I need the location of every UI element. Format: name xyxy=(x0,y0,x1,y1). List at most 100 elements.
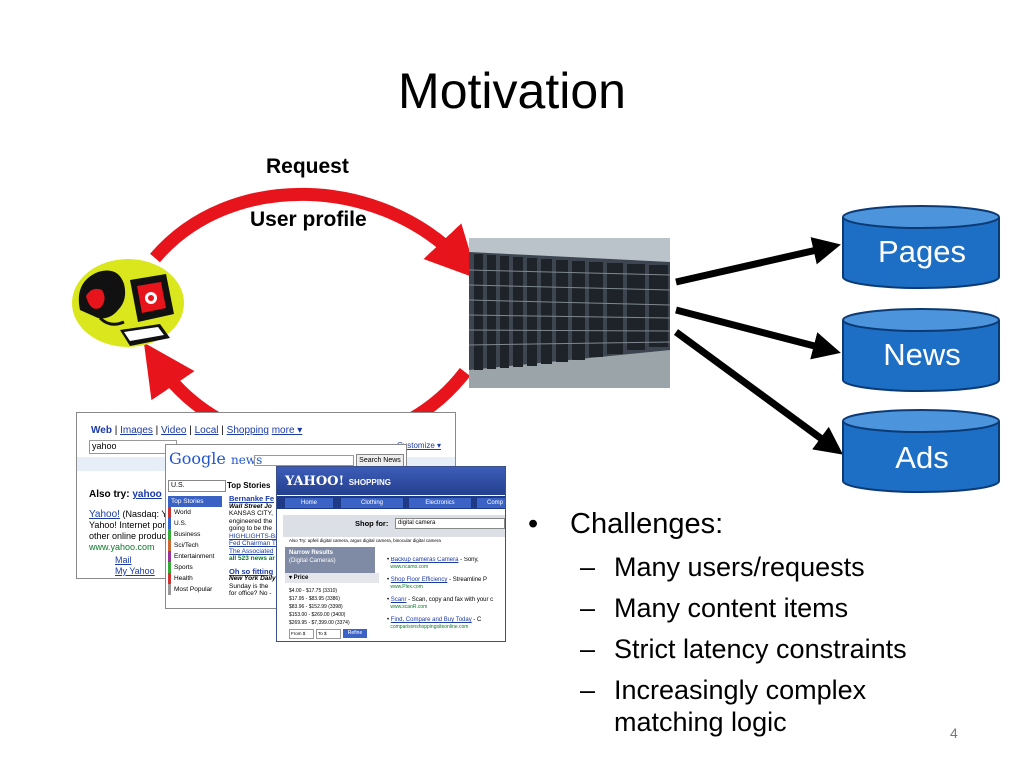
price-filter-header[interactable]: ▾ Price xyxy=(285,573,379,583)
user-profile-label: User profile xyxy=(250,208,367,231)
result-desc: - Scan, copy and fax with your c xyxy=(406,597,494,603)
slide-title: Motivation xyxy=(398,63,626,119)
user-at-computer-icon xyxy=(72,259,184,347)
my-yahoo-link[interactable]: My Yahoo xyxy=(115,566,155,576)
price-range[interactable]: $83.96 - $152.99 (3398) xyxy=(289,604,343,610)
page-number: 4 xyxy=(950,725,958,741)
story-1-link[interactable]: Fed Chairman T xyxy=(229,540,276,547)
story-2-title[interactable]: Oh so fitting xyxy=(229,566,274,576)
section-us[interactable]: U.S. xyxy=(168,518,222,529)
yahoo-search-input[interactable]: yahoo xyxy=(89,440,177,454)
tab-web[interactable]: Web xyxy=(91,425,112,436)
challenge-text: Increasingly complex matching logic xyxy=(614,675,867,737)
price-range[interactable]: $4.00 - $17.75 (3310) xyxy=(289,588,338,594)
story-1-link[interactable]: The Associated xyxy=(229,547,274,555)
customize-link[interactable]: Customize ▾ xyxy=(397,441,442,450)
ads-label: Ads xyxy=(895,440,949,475)
story-1-line: engineered the xyxy=(229,517,273,525)
nav-home[interactable]: Home xyxy=(285,498,333,508)
challenge-item: –Many users/requests xyxy=(580,552,865,582)
challenge-text: Many content items xyxy=(614,593,849,623)
arrow-to-news xyxy=(675,306,841,360)
price-range[interactable]: $153.00 - $269.00 (3400) xyxy=(289,612,346,618)
section-business[interactable]: Business xyxy=(168,529,222,540)
result-url: www.yahoo.com xyxy=(89,542,155,552)
price-to-input[interactable]: To $ xyxy=(316,629,341,639)
nav-electronics[interactable]: Electronics xyxy=(409,498,471,508)
challenges-list: Challenges: –Many users/requests –Many c… xyxy=(528,508,988,747)
google-logo: Google xyxy=(169,449,226,468)
server-room-image xyxy=(468,238,671,388)
result-desc: - Sony, xyxy=(458,557,479,563)
database-ads xyxy=(842,409,1000,493)
tab-shopping[interactable]: Shopping xyxy=(226,425,269,436)
story-1-link[interactable]: HIGHLIGHTS-Ba xyxy=(229,532,279,540)
challenge-text: Strict latency constraints xyxy=(614,634,907,664)
challenge-item: –Many content items xyxy=(580,593,849,623)
arrow-to-pages xyxy=(675,237,841,286)
result-desc: - C xyxy=(471,617,482,623)
refine-button[interactable]: Refine xyxy=(343,629,367,638)
narrow-results-title: Narrow Results xyxy=(289,550,334,556)
yahoo-shopping-screenshot: YAHOO! SHOPPING Home Clothing Electronic… xyxy=(276,466,506,642)
story-1-line: going to be the xyxy=(229,525,273,532)
challenges-heading: Challenges: xyxy=(528,508,988,541)
story-2-line: Sunday is the xyxy=(229,582,269,590)
story-2-source: New York Daily xyxy=(229,575,276,582)
result-desc: - Streamline P xyxy=(447,577,488,583)
nav-comp[interactable]: Comp xyxy=(477,498,505,508)
story-1-line: KANSAS CITY, xyxy=(229,510,273,517)
request-arrow xyxy=(150,187,479,280)
price-range[interactable]: $17.95 - $83.95 (3386) xyxy=(289,596,340,602)
section-scitech[interactable]: Sci/Tech xyxy=(168,540,222,551)
tab-more[interactable]: more ▾ xyxy=(271,425,303,436)
result-link[interactable]: Find, Compare and Buy Today xyxy=(390,617,472,623)
challenge-text: Many users/requests xyxy=(614,552,865,582)
result-link[interactable]: Scanr xyxy=(390,597,407,603)
story-1-title[interactable]: Bernanke Fe xyxy=(229,495,275,503)
top-stories-heading: Top Stories xyxy=(227,481,271,490)
nav-clothing[interactable]: Clothing xyxy=(341,498,403,508)
price-range[interactable]: $269.95 - $7,399.00 (3374) xyxy=(289,620,350,626)
section-entertainment[interactable]: Entertainment xyxy=(168,551,222,562)
news-label: News xyxy=(883,337,961,372)
result-line-1: Yahoo! Internet portal xyxy=(89,520,175,530)
challenge-item: –Strict latency constraints xyxy=(580,634,907,664)
shop-for-label: Shop for: xyxy=(355,519,389,528)
google-news-search-input[interactable] xyxy=(254,455,354,466)
result-url: www.scanR.com xyxy=(390,604,428,610)
narrow-results-sub: (Digital Cameras) xyxy=(289,558,336,564)
story-1-source: Wall Street Jo xyxy=(229,502,272,510)
database-news xyxy=(842,308,1000,392)
shopping-label: SHOPPING xyxy=(348,478,391,487)
region-select[interactable]: U.S. xyxy=(168,480,226,492)
result-title[interactable]: Yahoo! xyxy=(89,509,120,520)
challenge-item: –Increasingly complex matching logic xyxy=(580,675,867,737)
tab-video[interactable]: Video xyxy=(161,425,187,436)
also-try-label: Also try: xyxy=(89,489,130,500)
mail-link[interactable]: Mail xyxy=(115,555,132,565)
pages-label: Pages xyxy=(878,234,966,269)
section-most-popular[interactable]: Most Popular xyxy=(168,584,222,595)
arrow-to-ads xyxy=(673,329,844,455)
section-top-stories[interactable]: Top Stories xyxy=(168,496,222,507)
yahoo-logo: YAHOO! xyxy=(285,474,345,489)
tab-local[interactable]: Local xyxy=(194,425,219,436)
result-url: comparisonshoppingsiteonline.com xyxy=(390,624,469,630)
shop-for-input[interactable]: digital camera xyxy=(395,518,505,529)
database-pages xyxy=(842,205,1000,289)
result-link[interactable]: Shop Floor Efficiency xyxy=(390,577,448,583)
section-health[interactable]: Health xyxy=(168,573,222,584)
story-1-more[interactable]: all 523 news ar xyxy=(229,555,275,562)
price-from-input[interactable]: From $ xyxy=(289,629,314,639)
section-world[interactable]: World xyxy=(168,507,222,518)
result-line-2: other online products xyxy=(89,531,174,541)
story-2-line: for office? No - xyxy=(229,590,272,597)
section-sports[interactable]: Sports xyxy=(168,562,222,573)
tab-images[interactable]: Images xyxy=(120,425,153,436)
also-try-link[interactable]: yahoo xyxy=(132,489,162,500)
request-label: Request xyxy=(266,155,349,178)
result-link[interactable]: Backup cameras Camera xyxy=(390,557,459,563)
result-snippet: (Nasdaq: YH xyxy=(122,509,174,519)
